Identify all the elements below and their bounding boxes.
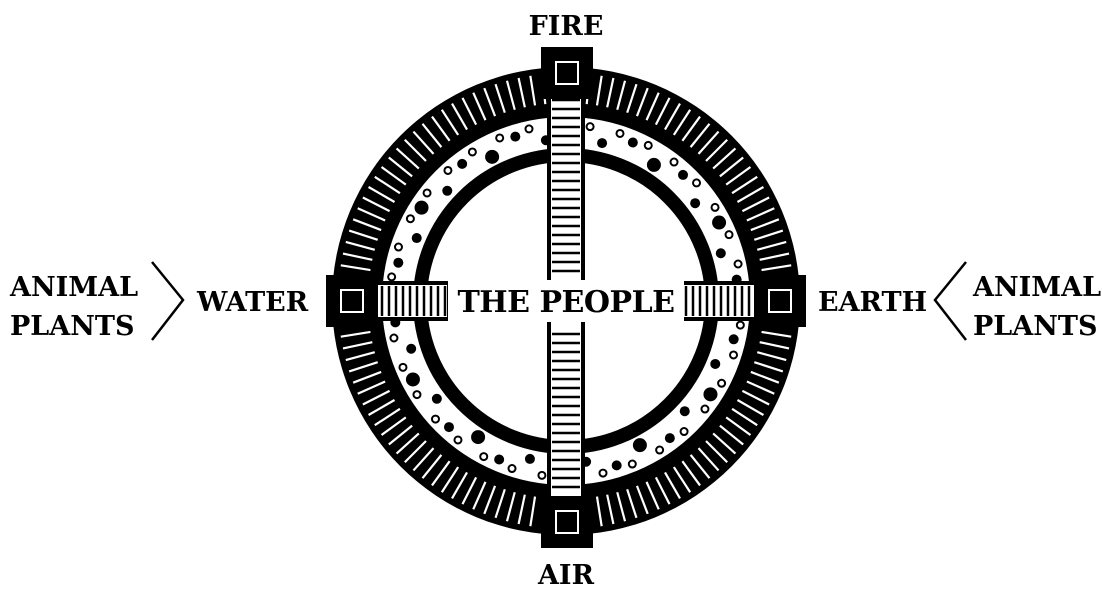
bottom-block: [541, 496, 593, 548]
top-block: [541, 47, 593, 99]
label-far-right-line2: PLANTS: [973, 311, 1098, 342]
label-earth: EARTH: [818, 287, 927, 318]
label-far-left-line1: ANIMAL: [9, 272, 138, 303]
right-chevron: [935, 262, 966, 340]
label-air: AIR: [537, 560, 595, 590]
left-chevron: [152, 262, 183, 340]
label-water: WATER: [196, 287, 309, 318]
label-far-left-line2: PLANTS: [10, 311, 135, 342]
label-far-right-line1: ANIMAL: [972, 272, 1101, 303]
label-center: THE PEOPLE: [457, 285, 674, 320]
label-fire: FIRE: [529, 11, 604, 42]
right-block: [754, 275, 806, 327]
left-block: [326, 275, 378, 327]
